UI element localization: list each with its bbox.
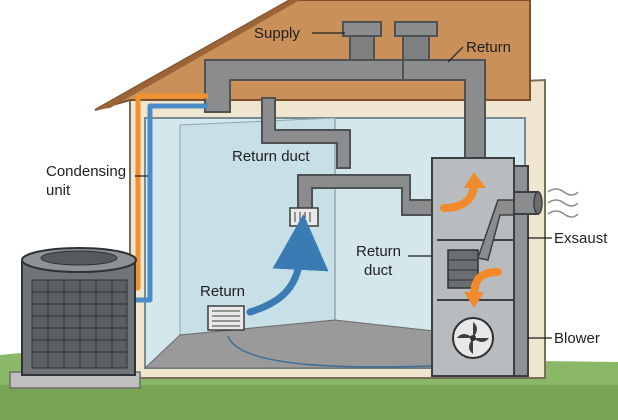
label-condensing-line2: unit	[46, 182, 71, 199]
return-grille-upper	[289, 207, 319, 227]
label-return-vent: Return	[200, 283, 245, 300]
exhaust-fumes	[547, 188, 579, 218]
blower-blades	[457, 322, 489, 354]
ac-side-grille	[31, 279, 128, 369]
airflow-arrow-blue	[246, 214, 329, 316]
exhaust-pipe-end	[533, 191, 543, 215]
supply-trunk-duct	[204, 59, 486, 161]
supply-stack-left	[349, 35, 375, 61]
airflow-arrow-warm-up-head	[464, 172, 486, 188]
label-supply: Supply	[254, 25, 300, 42]
refrigerant-line-cold	[125, 103, 208, 303]
label-return-duct-lower-line1: Return	[356, 243, 401, 260]
supply-stack-right	[402, 35, 430, 61]
furnace-side	[513, 165, 529, 377]
ac-fan-grille	[40, 250, 118, 266]
label-return-top: Return	[466, 39, 511, 56]
supply-vent-right	[394, 21, 438, 37]
label-return-duct-lower-line2: duct	[364, 262, 393, 279]
label-condensing-line1: Condensing	[46, 163, 126, 180]
airflow-arrow-warm-down-head	[464, 292, 484, 308]
label-return-duct-upper: Return duct	[232, 148, 310, 165]
return-duct-upper	[261, 97, 351, 169]
supply-vent-left	[342, 21, 382, 37]
floor	[143, 319, 471, 369]
leader-return-top	[447, 46, 464, 63]
roof-eave	[95, 0, 300, 110]
ground-strip	[0, 385, 618, 420]
floor-airflow-line	[227, 335, 433, 368]
label-exhaust: Exsaust	[554, 230, 608, 247]
label-blower: Blower	[554, 330, 600, 347]
